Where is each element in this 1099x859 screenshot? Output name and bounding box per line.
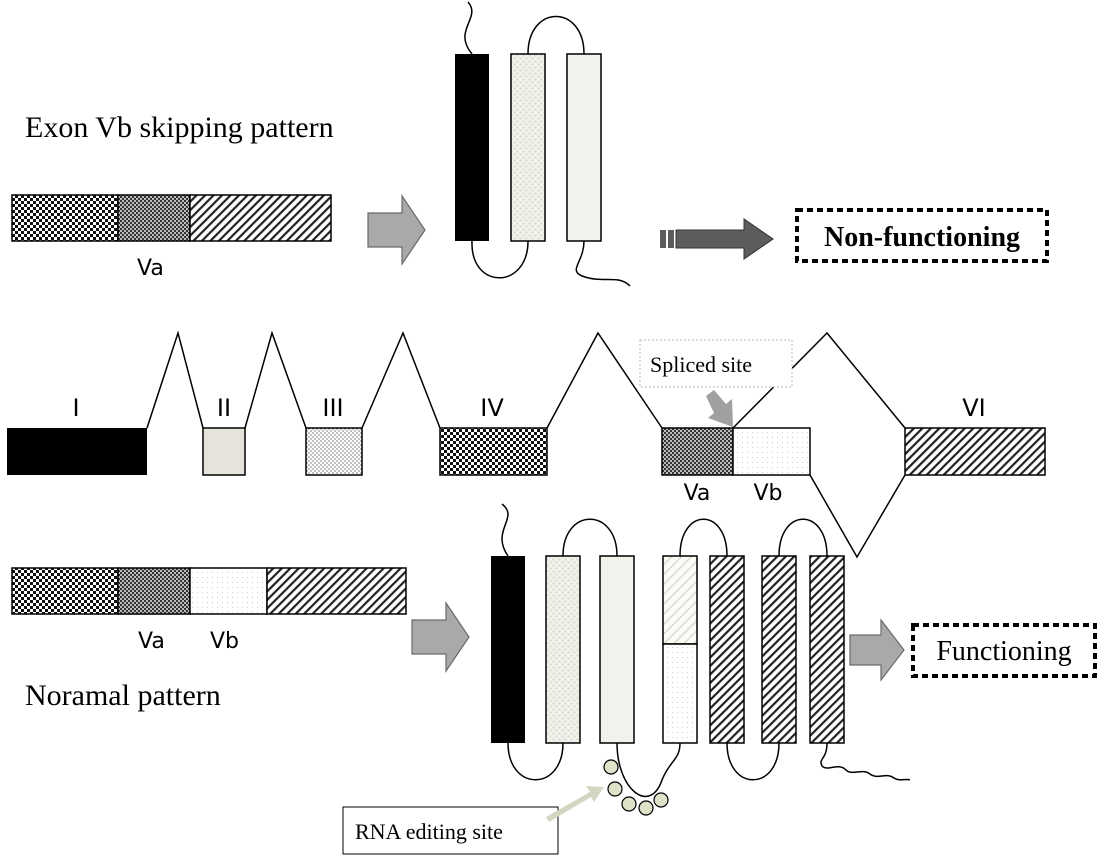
exon-label-i: I (72, 394, 79, 422)
functioning-label: Functioning (936, 636, 1071, 667)
normal-helix-1 (491, 556, 525, 743)
editing-residue (653, 792, 669, 808)
exon-label-va: Va (684, 481, 711, 506)
normal-vb-label: Vb (210, 629, 239, 654)
skip-helix-1 (455, 54, 489, 241)
normal-loop-1 (507, 742, 564, 781)
exon-va (661, 427, 734, 476)
exon-label-iv: IV (480, 394, 504, 422)
splice-v-vi-upper (732, 331, 906, 429)
non-functioning-arrow (660, 218, 774, 260)
skip-loop-1 (471, 240, 529, 279)
intron-ii-iii (244, 330, 307, 429)
arrow-body (675, 218, 774, 260)
skip-segment-vi (189, 194, 332, 242)
skipping-pattern-title: Exon Vb skipping pattern (25, 111, 334, 144)
exon-label-vb: Vb (753, 481, 782, 506)
intron-iii-iv (361, 331, 441, 429)
normal-loop-2 (562, 518, 618, 557)
normal-va-label: Va (138, 629, 165, 654)
exon-vb (732, 427, 811, 476)
editing-residue (603, 759, 619, 775)
skip-c-terminus (575, 240, 631, 287)
rna-editing-label: RNA editing site (355, 819, 503, 844)
skip-helix-2 (510, 53, 546, 242)
exon-label-vi: VI (962, 394, 986, 422)
exon-i (7, 428, 147, 475)
skip-loop-2 (527, 15, 585, 55)
rna-editing-box (342, 806, 559, 855)
normal-loop-6 (778, 518, 828, 557)
normal-arrow (411, 601, 470, 673)
normal-segment-vb (189, 567, 268, 615)
skipping-mrna-bar (11, 194, 332, 242)
rna-editing-pointer (546, 786, 604, 822)
normal-helix-7 (809, 555, 845, 744)
arrow-tail-mark-2 (668, 230, 674, 248)
intron-iv-v (546, 331, 663, 429)
normal-segment-iv (11, 567, 119, 615)
normal-protein (491, 503, 911, 816)
normal-helix-6 (761, 555, 797, 744)
arrow-tail-mark-1 (660, 230, 666, 248)
normal-helix-4-upper (662, 555, 698, 645)
editing-residue (607, 781, 623, 797)
exon-label-ii: II (217, 394, 231, 422)
normal-loop-3 (616, 742, 681, 798)
normal-helix-2 (545, 555, 581, 744)
functioning-box (911, 623, 1097, 678)
exon-vi (904, 427, 1046, 476)
rna-editing-residues (603, 759, 669, 816)
normal-mrna-bar (11, 567, 407, 615)
intron-i-ii (146, 330, 204, 429)
exon-row (7, 427, 1046, 476)
normal-c-terminus (820, 742, 911, 781)
non-functioning-label: Non-functioning (824, 222, 1020, 253)
skip-protein (455, 1, 631, 287)
skip-segment-iv (11, 194, 119, 242)
exon-iv (439, 427, 548, 476)
normal-helix-4-lower (662, 643, 698, 744)
spliced-site-label: Spliced site (650, 352, 752, 377)
splice-vb-skip-lower (809, 474, 906, 559)
spliced-site-box (639, 339, 793, 388)
splice-lines (146, 330, 906, 559)
editing-residue (638, 800, 654, 816)
exon-ii (202, 427, 246, 476)
exon-label-iii: III (322, 394, 343, 422)
editing-residue (621, 796, 637, 812)
skip-arrow (367, 194, 426, 266)
functioning-arrow (849, 618, 905, 682)
exon-iii (305, 427, 363, 476)
normal-n-terminus (501, 503, 509, 557)
normal-helix-3 (599, 555, 635, 744)
skip-va-label: Va (137, 256, 164, 281)
normal-segment-va (117, 567, 191, 615)
normal-pattern-title: Noramal pattern (25, 679, 221, 712)
normal-segment-vi (266, 567, 407, 615)
normal-loop-5 (726, 742, 780, 781)
skip-helix-3 (566, 53, 602, 242)
non-functioning-box (795, 208, 1049, 263)
spliced-site-pointer (706, 390, 733, 427)
normal-helix-5 (709, 555, 745, 744)
skip-segment-va (117, 194, 191, 242)
normal-loop-4 (679, 518, 728, 557)
skip-n-terminus (464, 1, 473, 55)
